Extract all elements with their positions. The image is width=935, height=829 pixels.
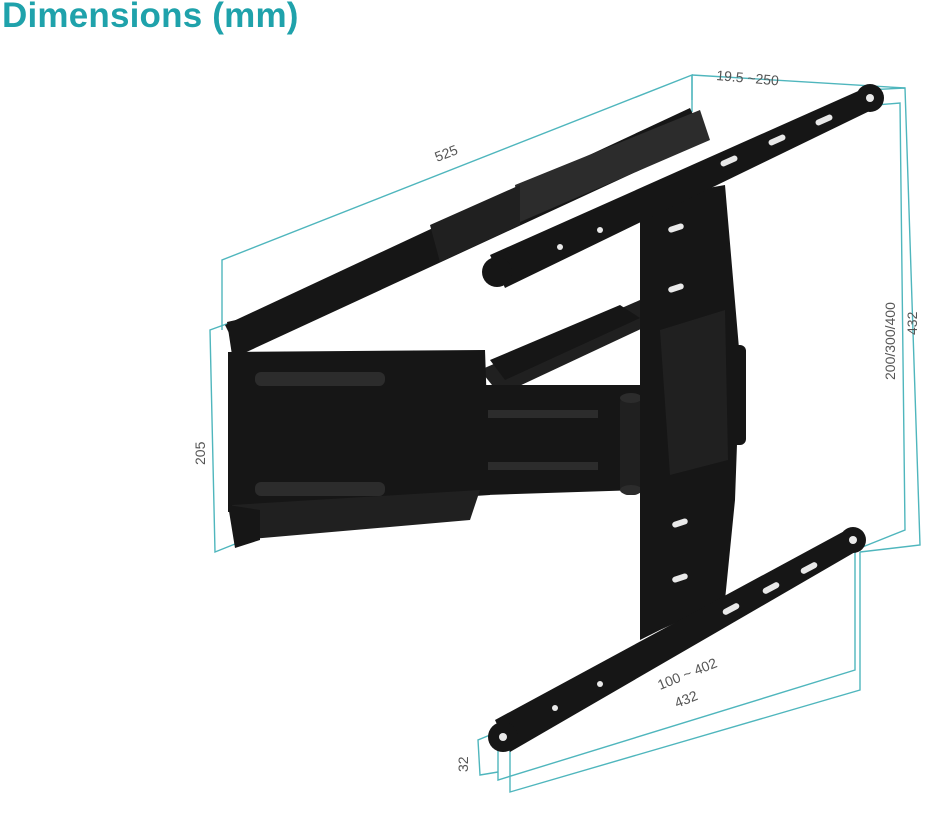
dim-arm-length: 525 bbox=[432, 141, 460, 164]
tv-mount-bracket bbox=[225, 84, 884, 752]
dim-wall-offset: 19.5 ~250 bbox=[716, 67, 780, 88]
dim-wall-plate-height: 205 bbox=[192, 441, 208, 465]
dimension-lines bbox=[209, 73, 921, 793]
dim-rail-height: 32 bbox=[455, 756, 471, 772]
dim-overall-width: 432 bbox=[672, 687, 700, 711]
page-title: Dimensions (mm) bbox=[2, 0, 299, 35]
dim-vertical-spacing: 200/300/400 bbox=[882, 302, 898, 380]
dim-overall-height: 432 bbox=[904, 311, 920, 335]
